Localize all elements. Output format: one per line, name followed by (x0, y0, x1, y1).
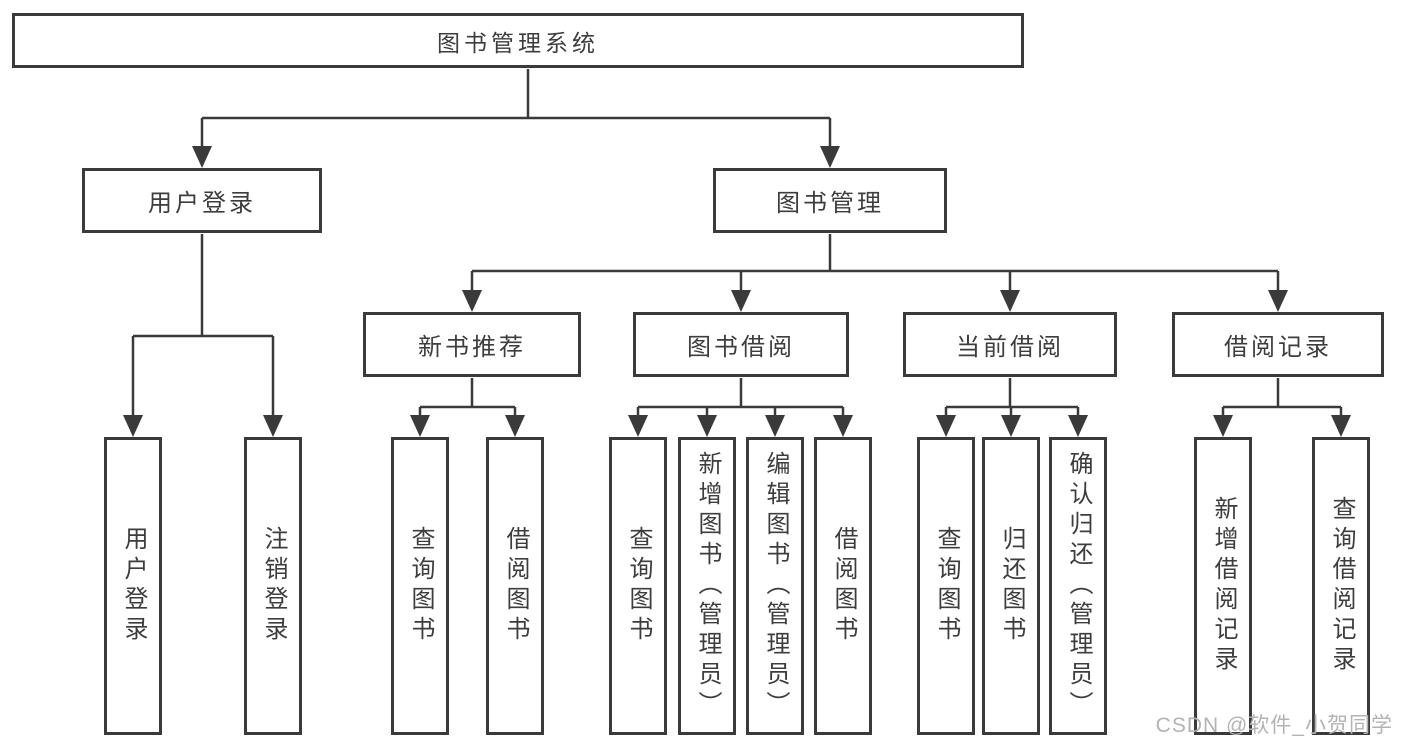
node-book-management: 图书管理 (713, 168, 947, 233)
root-node-system-title: 图书管理系统 (12, 13, 1024, 68)
leaf-return-book: 归还图书 (982, 437, 1040, 735)
leaf-add-borrow-record: 新增借阅记录 (1194, 437, 1252, 735)
connector-root-to-level1 (192, 69, 840, 168)
leaf-logout-login: 注销登录 (244, 437, 302, 735)
connector-current-borrow-to-leaves (936, 378, 1088, 437)
node-borrow-record: 借阅记录 (1172, 312, 1384, 377)
node-book-borrow: 图书借阅 (633, 312, 849, 377)
leaf-query-borrow-record: 查询借阅记录 (1312, 437, 1370, 735)
leaf-user-login: 用户登录 (104, 437, 162, 735)
leaf-add-book-admin: 新增图书（管理员） (678, 437, 736, 735)
connector-new-book-to-leaves (410, 378, 525, 437)
leaf-borrow-book: 借阅图书 (814, 437, 872, 735)
connector-user-login-to-leaves (123, 234, 283, 437)
node-new-book-recommend: 新书推荐 (363, 312, 581, 377)
leaf-confirm-return-admin: 确认归还（管理员） (1049, 437, 1107, 735)
leaf-query-book-borrow: 查询图书 (609, 437, 667, 735)
csdn-watermark: CSDN @软件_小贺同学 (1155, 714, 1393, 737)
leaf-query-book-current: 查询图书 (917, 437, 975, 735)
leaf-borrow-book-recommend: 借阅图书 (486, 437, 544, 735)
connector-borrow-record-to-leaves (1213, 378, 1351, 437)
node-current-borrow: 当前借阅 (903, 312, 1117, 377)
node-user-login: 用户登录 (82, 168, 322, 233)
connector-book-borrow-to-leaves (628, 378, 853, 437)
connector-book-management-to-level2 (462, 234, 1288, 312)
leaf-edit-book-admin: 编辑图书（管理员） (746, 437, 804, 735)
leaf-query-book-recommend: 查询图书 (391, 437, 449, 735)
